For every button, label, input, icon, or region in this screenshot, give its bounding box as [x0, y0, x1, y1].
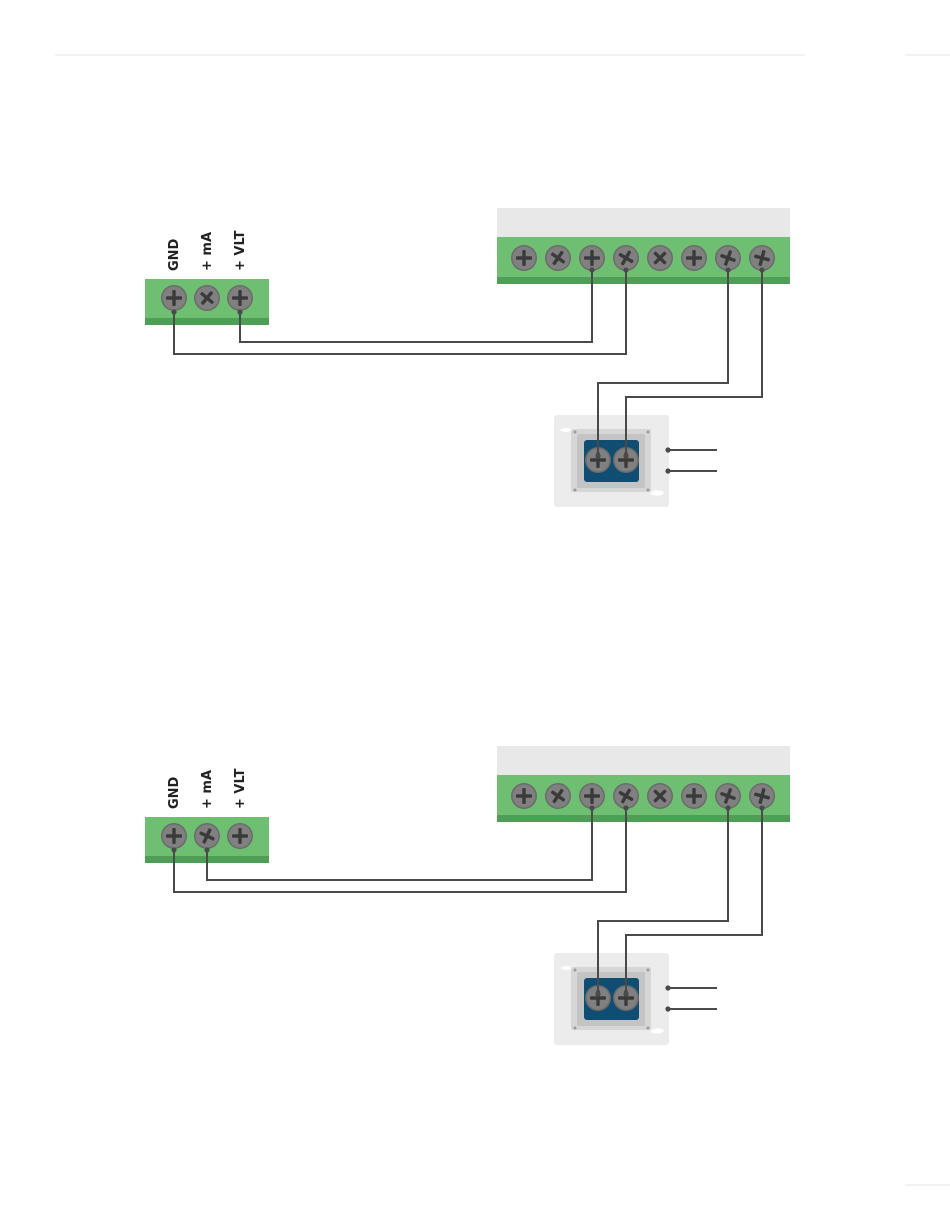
screw-icon [227, 823, 253, 849]
wall-plate-rivet [574, 489, 577, 492]
wire-endpoint-dot [759, 805, 764, 810]
screw-icon [227, 285, 253, 311]
wire-endpoint-dot [204, 847, 209, 852]
wire-endpoint-dot [589, 267, 594, 272]
screw-slot-v [590, 788, 593, 804]
source-terminal-label: + mA [200, 770, 215, 809]
wire-endpoint-dot [589, 805, 594, 810]
screw-icon [511, 783, 537, 809]
wall-plate-rivet [574, 431, 577, 434]
screw-slot-v [692, 250, 695, 266]
wire-endpoint-dot [171, 309, 176, 314]
wire-endpoint-dot [665, 1006, 670, 1011]
screw-slot-v [590, 250, 593, 266]
wall-plate [554, 953, 717, 1045]
device-strip-base [497, 815, 790, 822]
source-terminal-label: GND [167, 238, 182, 271]
wall-plate-rivet [647, 969, 650, 972]
source-terminal-label: + VLT [233, 768, 248, 809]
device-strip-body [497, 237, 790, 283]
wire-endpoint-dot [665, 447, 670, 452]
wire-endpoint-dot [623, 267, 628, 272]
device-strip-body [497, 775, 790, 821]
wire-endpoint-dot [725, 805, 730, 810]
wall-plate-rivet [647, 431, 650, 434]
wire-endpoint-dot [623, 991, 628, 996]
source-terminal-label: + mA [200, 232, 215, 271]
screw-slot-v [522, 250, 525, 266]
screw-slot-v [172, 290, 175, 306]
screw-icon [681, 783, 707, 809]
diagram-current: GND + mA + VLT [145, 746, 790, 1045]
diagrams-root: GND + mA + VLT GND + mA + VLT [145, 208, 790, 1045]
screw-slot-v [238, 290, 241, 306]
wire-endpoint-dot [623, 453, 628, 458]
diagram-voltage: GND + mA + VLT [145, 208, 790, 507]
device-header [497, 208, 790, 238]
screw-icon [161, 823, 187, 849]
wall-plate [554, 415, 717, 507]
device-terminal-strip [497, 208, 790, 284]
wire-endpoint-dot [759, 267, 764, 272]
screw-icon [681, 245, 707, 271]
screw-icon [579, 245, 605, 271]
wire-endpoint-dot [623, 805, 628, 810]
wire-endpoint-dot [665, 468, 670, 473]
device-strip-base [497, 277, 790, 284]
source-terminal-label: + VLT [233, 230, 248, 271]
wire-endpoint-dot [171, 847, 176, 852]
wire-endpoint-dot [237, 309, 242, 314]
screw-slot-v [172, 828, 175, 844]
source-terminal-block: GND + mA + VLT [145, 230, 269, 325]
wire-endpoint-dot [595, 991, 600, 996]
wall-plate-rivet [574, 969, 577, 972]
wall-plate-rivet [647, 489, 650, 492]
wall-plate-rivet [574, 1027, 577, 1030]
wire-endpoint-dot [595, 453, 600, 458]
screw-slot-v [238, 828, 241, 844]
screw-icon [161, 285, 187, 311]
wall-plate-rivet [647, 1027, 650, 1030]
device-header [497, 746, 790, 776]
device-terminal-strip [497, 746, 790, 822]
wire-endpoint-dot [665, 985, 670, 990]
screw-slot-v [692, 788, 695, 804]
screw-icon [579, 783, 605, 809]
source-terminal-label: GND [167, 776, 182, 809]
screw-slot-v [522, 788, 525, 804]
source-block-base [145, 318, 269, 325]
screw-icon [511, 245, 537, 271]
wire-endpoint-dot [725, 267, 730, 272]
